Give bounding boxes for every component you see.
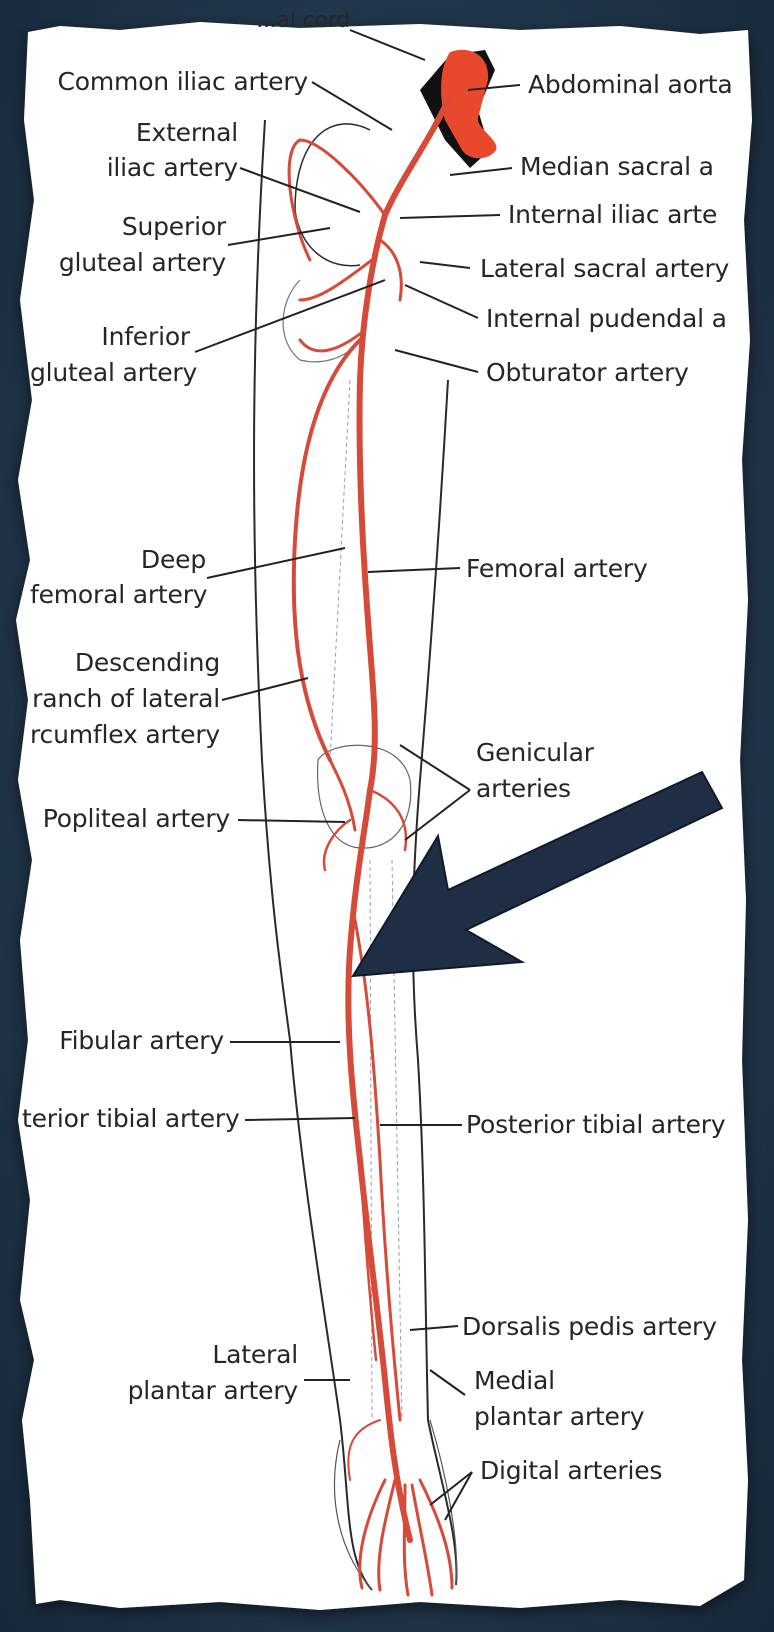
label-superior-gluteal-line1: Superior [40,212,226,242]
label-anterior-tibial-artery: terior tibial artery [22,1104,238,1134]
label-lateral-plantar-line2: plantar artery [100,1376,298,1406]
label-superior-gluteal-line2: gluteal artery [40,248,226,278]
label-spinal-cord-partial: ...al cord [110,12,350,34]
label-lateral-plantar-line1: Lateral [100,1340,298,1370]
label-descending-branch-line1: Descending [24,648,220,678]
label-external-iliac-line2: iliac artery [60,153,238,183]
label-obturator-artery: Obturator artery [486,358,726,388]
label-descending-branch-line3: rcumflex artery [24,720,220,750]
label-inferior-gluteal-line1: Inferior [30,322,190,352]
label-medial-plantar-line1: Medial [474,1366,714,1396]
label-common-iliac-artery: Common iliac artery [30,67,308,97]
label-median-sacral-artery: Median sacral a [520,152,746,182]
label-deep-femoral-line2: femoral artery [30,580,206,610]
label-genicular-line2: arteries [476,774,676,804]
label-digital-arteries: Digital arteries [480,1456,720,1486]
label-abdominal-aorta: Abdominal aorta [528,70,746,100]
label-descending-branch-line2: ranch of lateral [24,684,220,714]
label-lateral-sacral-artery: Lateral sacral artery [480,254,746,284]
label-genicular-line1: Genicular [476,738,676,768]
label-external-iliac-line1: External [60,118,238,148]
label-dorsalis-pedis-artery: Dorsalis pedis artery [462,1312,742,1342]
label-inferior-gluteal-line2: gluteal artery [30,358,190,388]
label-popliteal-artery: Popliteal artery [30,804,230,834]
label-internal-iliac-artery: Internal iliac arte [508,200,746,230]
label-posterior-tibial-artery: Posterior tibial artery [466,1110,742,1140]
label-internal-pudendal-artery: Internal pudendal a [486,304,746,334]
label-femoral-artery: Femoral artery [466,554,686,584]
label-fibular-artery: Fibular artery [30,1026,224,1056]
label-medial-plantar-line2: plantar artery [474,1402,714,1432]
label-deep-femoral-line1: Deep [30,545,206,575]
